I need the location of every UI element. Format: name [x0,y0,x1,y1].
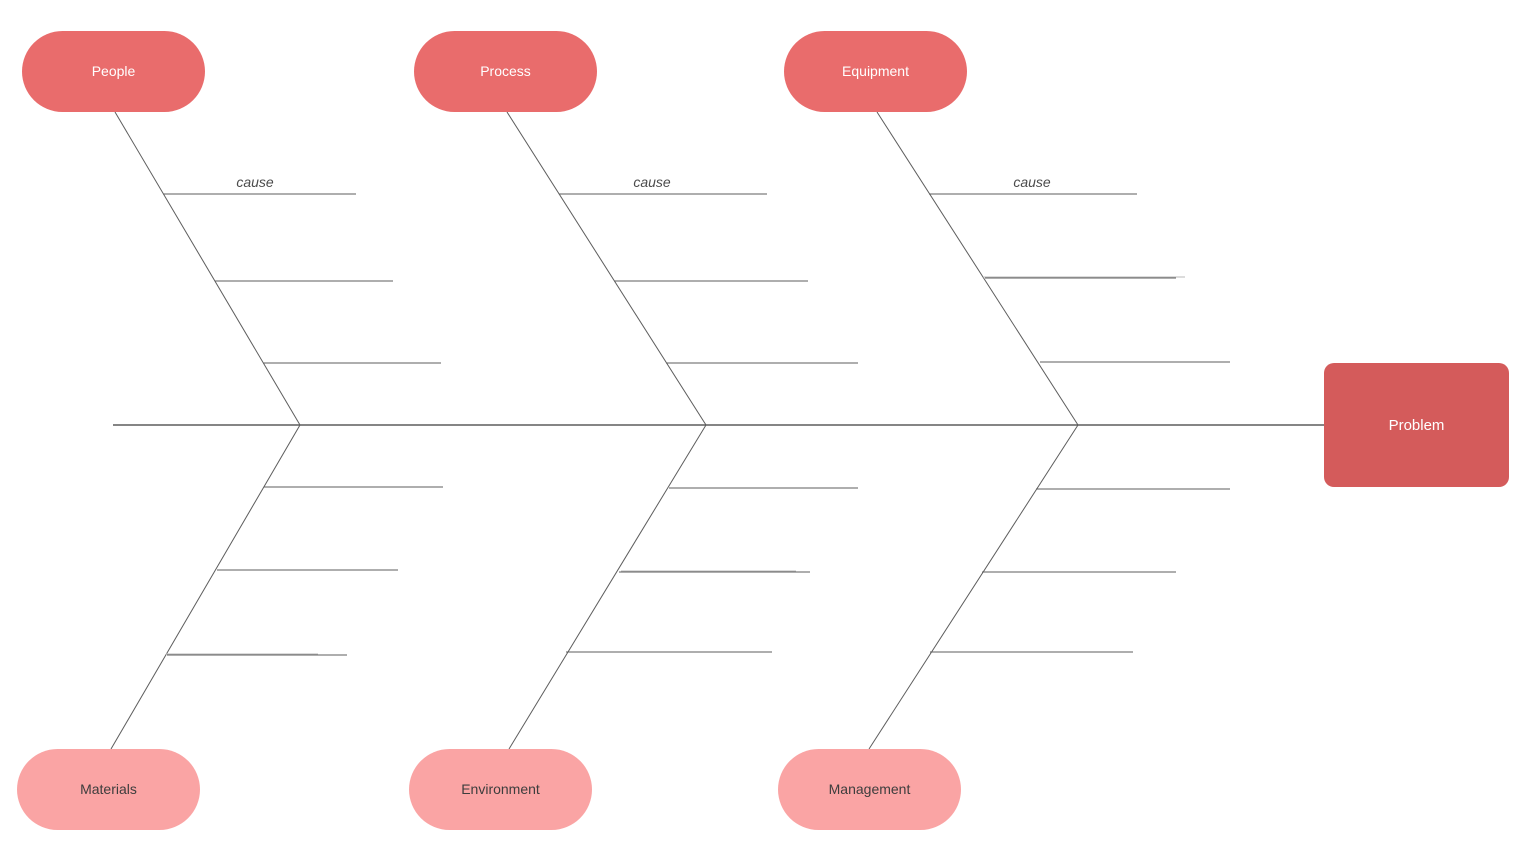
equipment-bone-diagonal[interactable] [876,111,1079,426]
category-pill-process[interactable]: Process [414,31,597,112]
cause-label-equipment[interactable]: cause [1013,174,1051,190]
process-bone-diagonal[interactable] [506,111,707,426]
management-bone-diagonal[interactable] [868,424,1079,750]
category-pill-management[interactable]: Management [778,749,961,830]
cause-label-people[interactable]: cause [236,174,274,190]
environment-bone-diagonal[interactable] [508,424,707,750]
category-pill-people[interactable]: People [22,31,205,112]
category-pill-materials[interactable]: Materials [17,749,200,830]
category-pill-equipment[interactable]: Equipment [784,31,967,112]
category-pill-environment[interactable]: Environment [409,749,592,830]
materials-bone-diagonal[interactable] [110,424,301,750]
people-bone-diagonal[interactable] [114,111,301,426]
problem-box[interactable]: Problem [1324,363,1509,487]
cause-label-process[interactable]: cause [633,174,671,190]
